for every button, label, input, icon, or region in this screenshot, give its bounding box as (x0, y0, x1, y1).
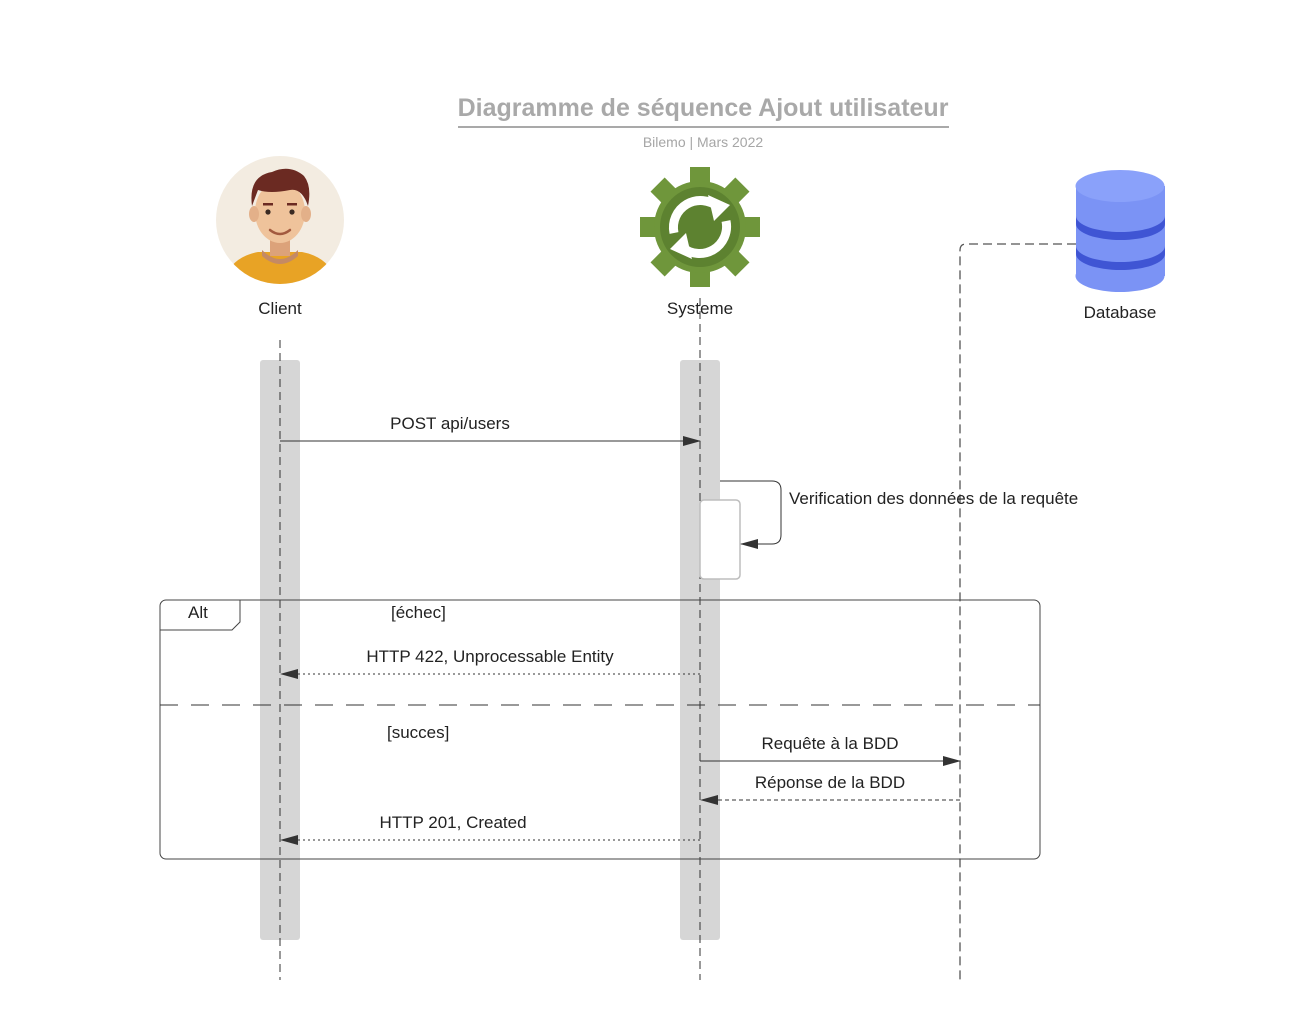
message-reponse-bdd: Réponse de la BDD (754, 773, 906, 792)
alt-operator-label: Alt (188, 603, 208, 622)
message-post-api-users: POST api/users (390, 414, 510, 433)
message-verification: Verification des données de la requête (789, 489, 1079, 508)
database-lifeline (959, 243, 1076, 980)
self-call-activation (699, 499, 741, 580)
arrow-self-verification (720, 480, 782, 549)
guard-succes: [succes] (387, 723, 450, 742)
alt-operator-tab (160, 600, 241, 631)
message-http-201: HTTP 201, Created (379, 813, 527, 832)
gear-sync-icon (640, 167, 760, 287)
guard-echec: [échec] (391, 603, 446, 622)
person-avatar-icon (216, 156, 344, 284)
client-activation-bar (260, 360, 300, 940)
actor-label-systeme: Systeme (666, 299, 734, 318)
diagram-subtitle: Bilemo | Mars 2022 (642, 134, 764, 150)
diagram-title: Diagramme de séquence Ajout utilisateur (457, 94, 949, 122)
message-http-422: HTTP 422, Unprocessable Entity (366, 647, 614, 666)
actor-label-client: Client (258, 299, 302, 318)
alt-fragment-frame (159, 599, 1041, 860)
database-icon (1075, 170, 1165, 292)
actor-label-database: Database (1083, 303, 1157, 322)
message-requete-bdd: Requête à la BDD (761, 734, 899, 753)
